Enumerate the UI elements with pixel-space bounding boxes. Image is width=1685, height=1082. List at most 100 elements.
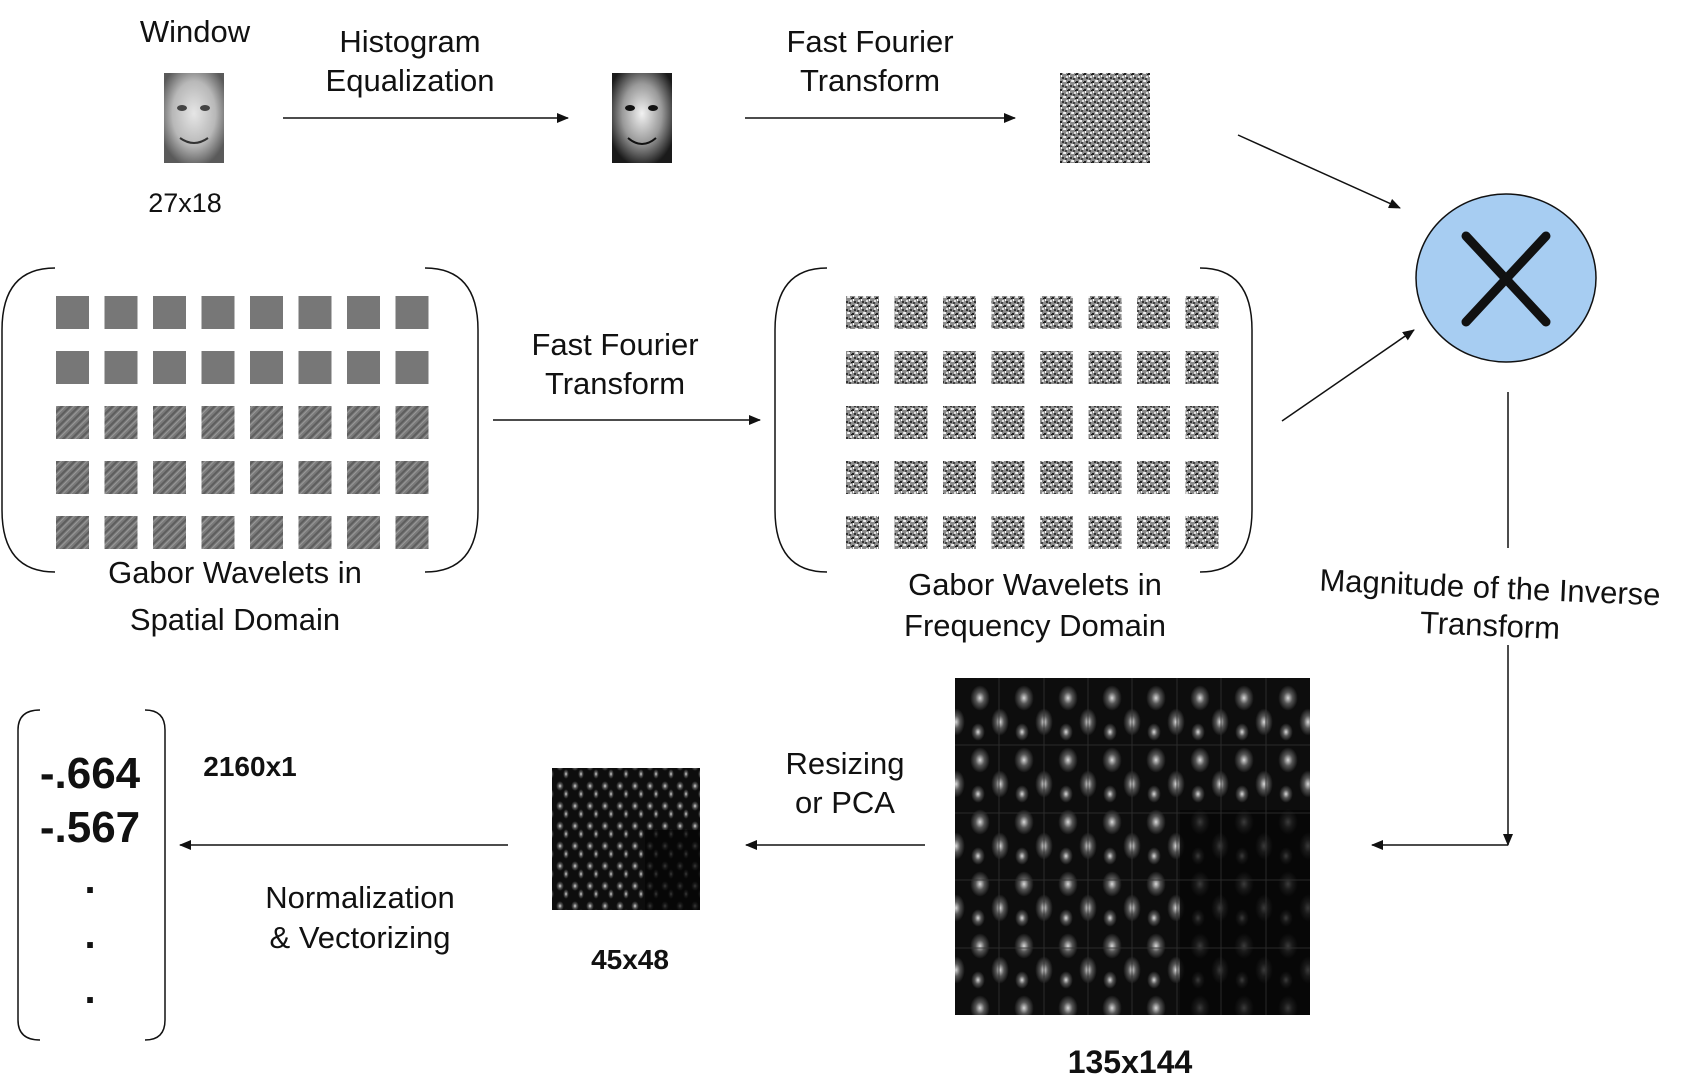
gabor-frequency-tile-r4-c3 <box>991 516 1025 549</box>
gabor-spatial-tile-r0-c6 <box>347 296 380 329</box>
gabor-spatial-tile-r3-c1 <box>104 461 138 494</box>
gabor-frequency-tile-r1-c5 <box>1088 351 1122 384</box>
gabor-spatial-tile-r0-c5 <box>298 296 332 329</box>
gabor-frequency-tile-r2-c5 <box>1088 406 1122 439</box>
gabor-spatial-tile-r3-c2 <box>153 461 186 494</box>
label-resize-2: or PCA <box>795 785 895 820</box>
gabor-spatial-tile-r4-c6 <box>347 516 380 549</box>
gabor-frequency-tile-r3-c3 <box>991 461 1025 494</box>
gabor-frequency-tile-r1-c0 <box>846 351 879 384</box>
label-gabor-freq-1: Gabor Wavelets in <box>908 567 1162 602</box>
resized-output-image <box>552 768 700 910</box>
vector-ellipsis-3: . <box>84 968 96 1012</box>
arrow-freq-to-multiply <box>1281 329 1415 422</box>
gabor-frequency-tile-r4-c0 <box>846 516 879 549</box>
gabor-frequency-tile-r3-c1 <box>894 461 928 494</box>
gabor-frequency-tile-r3-c4 <box>1040 461 1073 494</box>
gabor-frequency-tile-r0-c0 <box>846 296 879 329</box>
gabor-spatial-tile-r1-c3 <box>201 351 235 384</box>
gabor-spatial-tile-r4-c4 <box>250 516 283 549</box>
gabor-spatial-grid <box>56 296 429 549</box>
label-big-size: 135x144 <box>1067 1044 1193 1080</box>
vector-ellipsis-2: . <box>84 913 96 957</box>
gabor-frequency-tile-r0-c1 <box>894 296 928 329</box>
fft-face-image <box>1060 73 1150 163</box>
gabor-frequency-tile-r2-c4 <box>1040 406 1073 439</box>
gabor-frequency-tile-r2-c0 <box>846 406 879 439</box>
spatial-bracket-right <box>424 267 479 573</box>
gabor-spatial-tile-r0-c4 <box>250 296 283 329</box>
freq-bracket-right <box>1199 267 1253 573</box>
gabor-spatial-tile-r1-c6 <box>347 351 380 384</box>
gabor-frequency-grid <box>846 296 1219 549</box>
gabor-spatial-tile-r2-c0 <box>56 406 89 439</box>
label-window-size: 27x18 <box>148 188 222 218</box>
label-histogram-2: Equalization <box>325 63 495 98</box>
gabor-frequency-tile-r3-c6 <box>1137 461 1170 494</box>
spatial-bracket-left <box>1 267 56 573</box>
gabor-spatial-tile-r0-c3 <box>201 296 235 329</box>
label-small-size: 45x48 <box>591 944 669 975</box>
gabor-spatial-tile-r3-c6 <box>347 461 380 494</box>
label-histogram-1: Histogram <box>339 24 481 59</box>
vector-bracket-right <box>144 709 166 1041</box>
gabor-spatial-tile-r3-c3 <box>201 461 235 494</box>
gabor-spatial-tile-r1-c2 <box>153 351 186 384</box>
vector-ellipsis-1: . <box>84 858 96 902</box>
gabor-frequency-tile-r1-c7 <box>1185 351 1219 384</box>
gabor-spatial-tile-r1-c7 <box>395 351 429 384</box>
gabor-frequency-tile-r2-c2 <box>943 406 976 439</box>
gabor-frequency-tile-r4-c5 <box>1088 516 1122 549</box>
vector-bracket-left <box>17 709 41 1041</box>
gabor-spatial-tile-r2-c1 <box>104 406 138 439</box>
gabor-spatial-tile-r1-c5 <box>298 351 332 384</box>
gabor-frequency-tile-r3-c0 <box>846 461 879 494</box>
gabor-spatial-tile-r2-c6 <box>347 406 380 439</box>
label-norm-2: & Vectorizing <box>269 920 451 955</box>
gabor-spatial-tile-r3-c7 <box>395 461 429 494</box>
gabor-spatial-tile-r2-c2 <box>153 406 186 439</box>
gabor-frequency-tile-r0-c3 <box>991 296 1025 329</box>
gabor-frequency-tile-r1-c1 <box>894 351 928 384</box>
label-fft-top-1: Fast Fourier <box>786 24 954 59</box>
label-fft-top-2: Transform <box>799 63 941 98</box>
gabor-spatial-tile-r1-c0 <box>56 351 89 384</box>
vector-value-1: -.664 <box>39 749 141 798</box>
gabor-spatial-tile-r1-c1 <box>104 351 138 384</box>
gabor-frequency-tile-r3-c7 <box>1185 461 1219 494</box>
gabor-frequency-tile-r2-c3 <box>991 406 1025 439</box>
gabor-frequency-tile-r4-c2 <box>943 516 976 549</box>
gabor-frequency-tile-r4-c1 <box>894 516 928 549</box>
gabor-frequency-tile-r4-c6 <box>1137 516 1170 549</box>
gabor-frequency-tile-r3-c2 <box>943 461 976 494</box>
gabor-spatial-tile-r0-c2 <box>153 296 186 329</box>
label-fft-mid-1: Fast Fourier <box>531 327 699 362</box>
gabor-spatial-tile-r3-c5 <box>298 461 332 494</box>
label-norm-1: Normalization <box>265 880 455 915</box>
gabor-frequency-tile-r2-c1 <box>894 406 928 439</box>
gabor-spatial-tile-r1-c4 <box>250 351 283 384</box>
gabor-frequency-tile-r4-c7 <box>1185 516 1219 549</box>
vector-value-2: -.567 <box>39 803 141 852</box>
gabor-spatial-tile-r0-c7 <box>395 296 429 329</box>
gabor-spatial-tile-r4-c1 <box>104 516 138 549</box>
gabor-frequency-tile-r0-c4 <box>1040 296 1073 329</box>
gabor-spatial-tile-r2-c3 <box>201 406 235 439</box>
gabor-frequency-tile-r4-c4 <box>1040 516 1073 549</box>
gabor-frequency-tile-r3-c5 <box>1088 461 1122 494</box>
label-gabor-freq-2: Frequency Domain <box>904 608 1166 643</box>
freq-bracket-left <box>774 267 828 573</box>
gabor-spatial-tile-r4-c0 <box>56 516 89 549</box>
gabor-frequency-tile-r0-c7 <box>1185 296 1219 329</box>
gabor-spatial-tile-r3-c0 <box>56 461 89 494</box>
label-vector-size: 2160x1 <box>203 751 297 782</box>
gabor-spatial-tile-r2-c7 <box>395 406 429 439</box>
gabor-frequency-tile-r1-c2 <box>943 351 976 384</box>
gabor-spatial-tile-r0-c1 <box>104 296 138 329</box>
gabor-spatial-tile-r4-c3 <box>201 516 235 549</box>
gabor-frequency-tile-r2-c6 <box>1137 406 1170 439</box>
gabor-spatial-tile-r3-c4 <box>250 461 283 494</box>
arrow-fft-to-multiply <box>1237 134 1401 209</box>
window-face-image <box>164 73 224 163</box>
